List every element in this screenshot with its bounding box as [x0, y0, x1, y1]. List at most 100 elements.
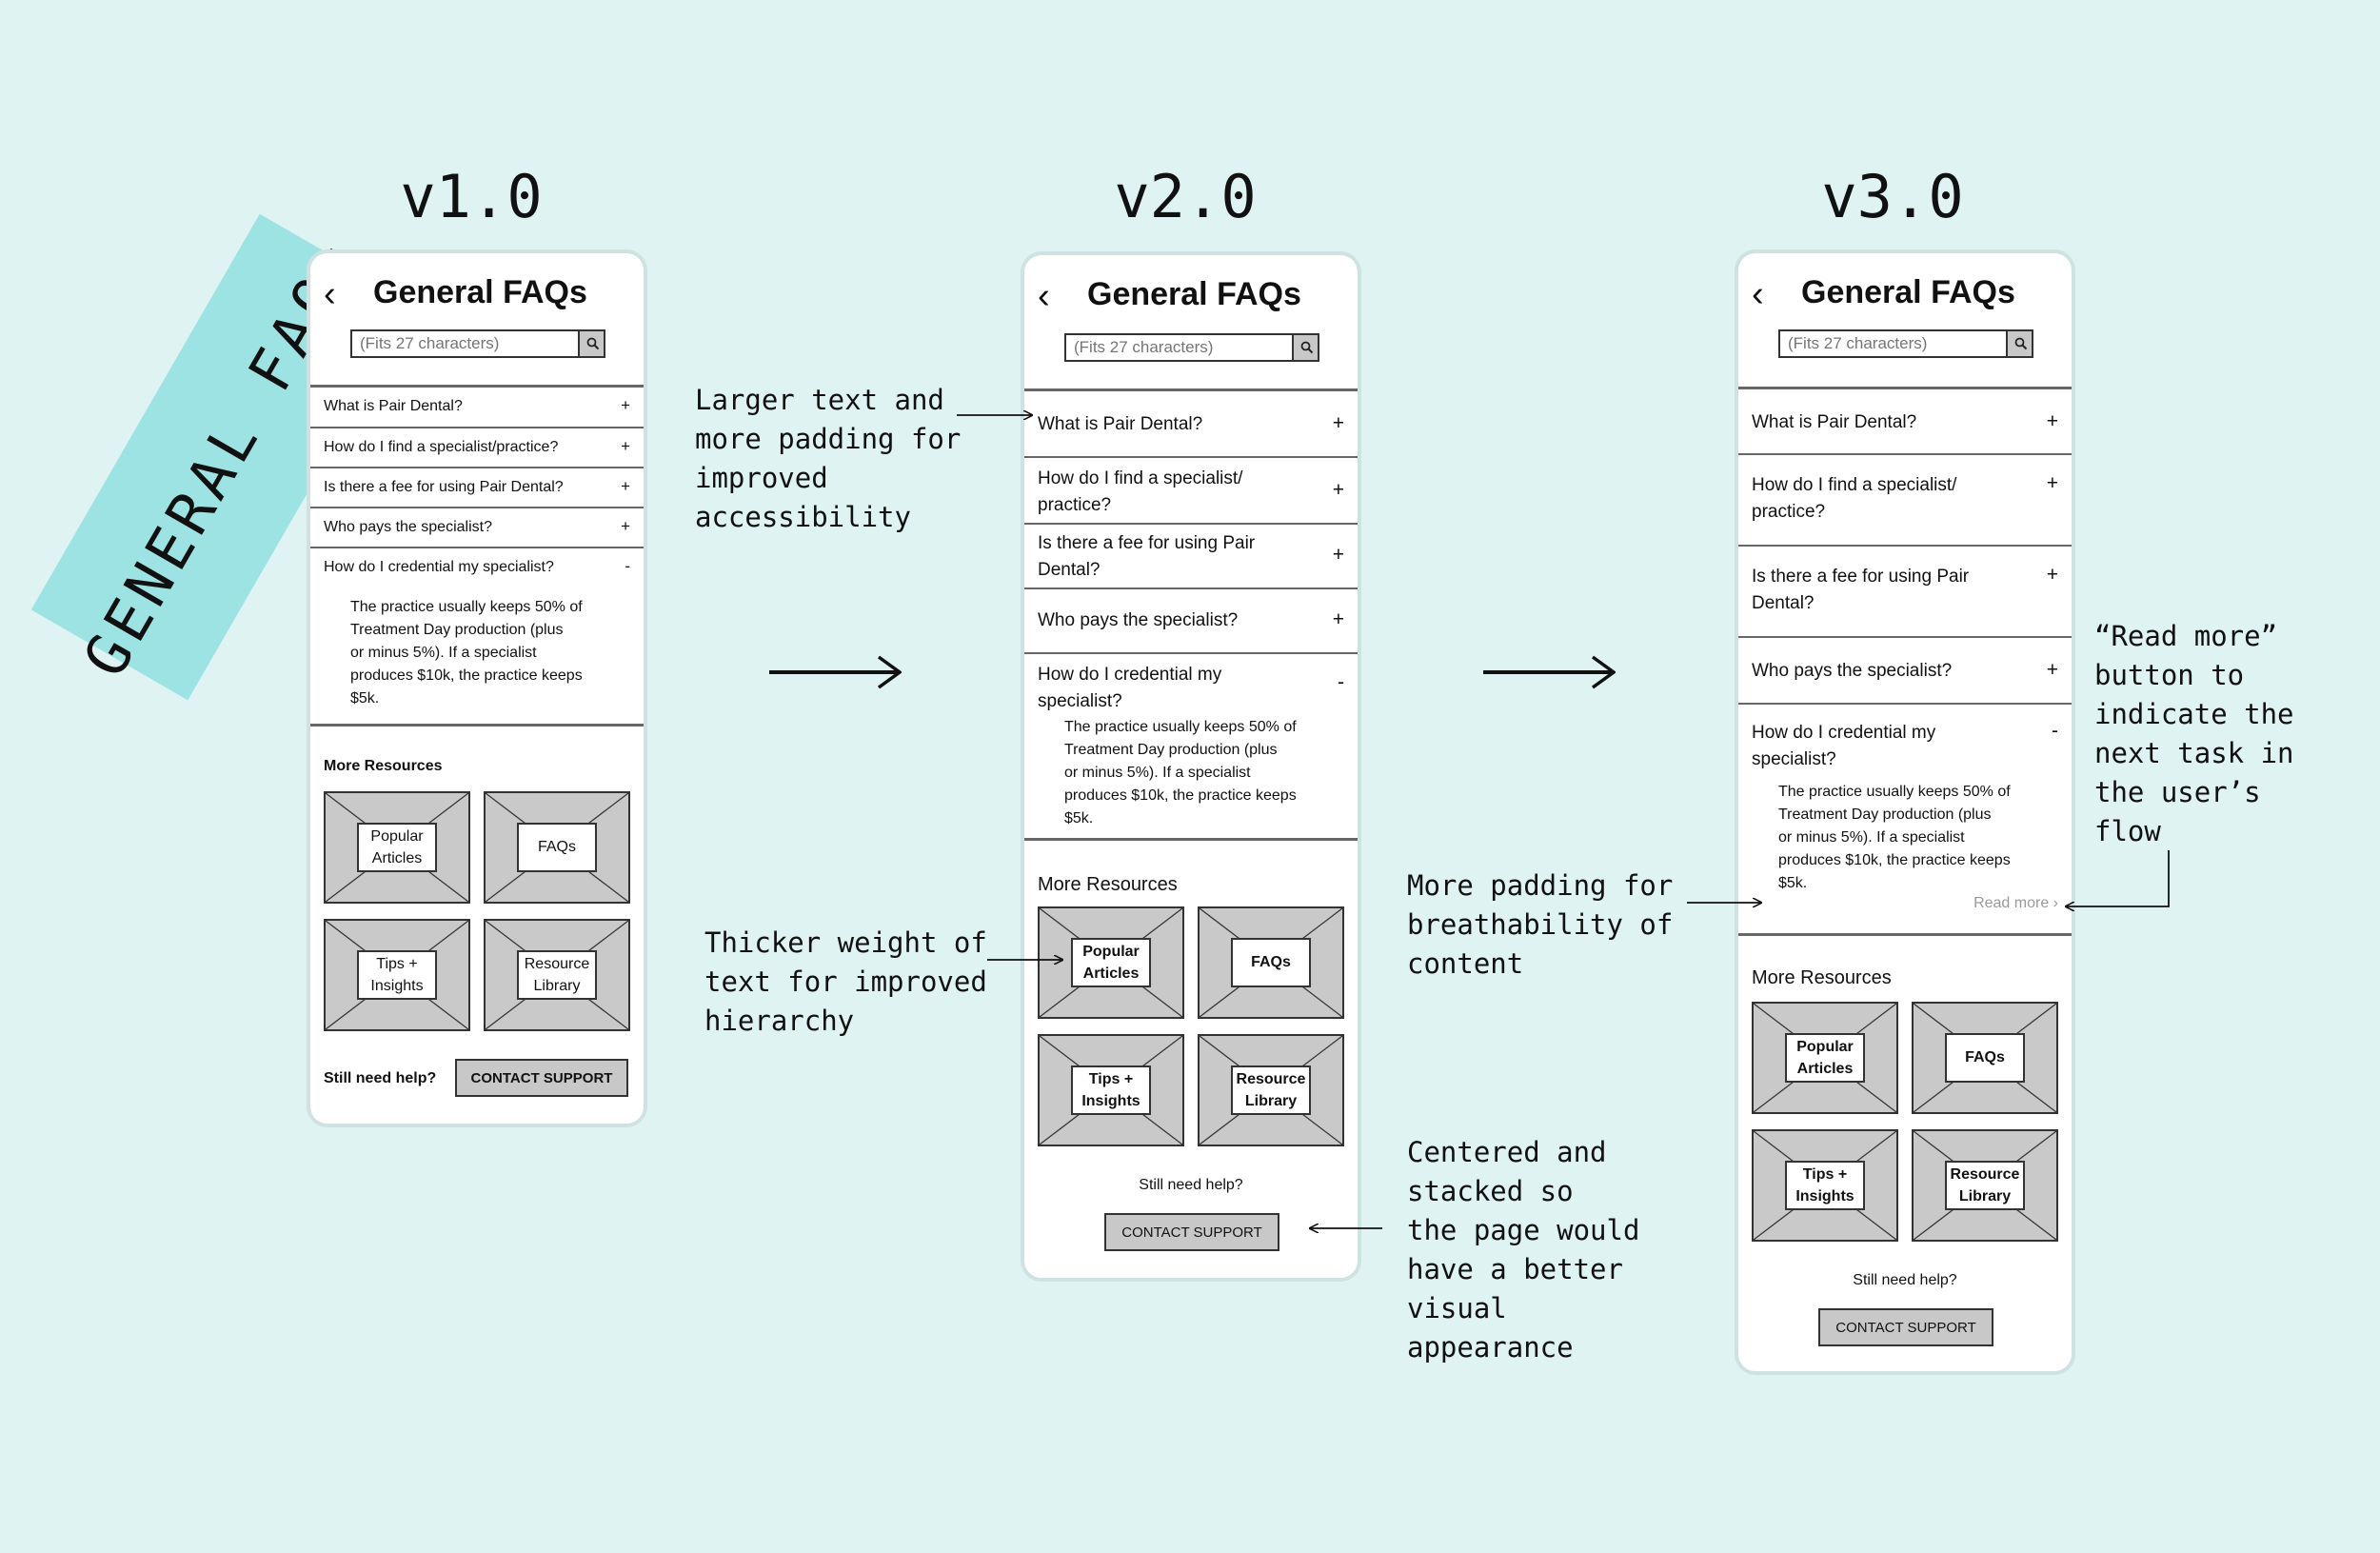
faq-item[interactable]: How do I find a specialist/practice? + — [310, 428, 644, 467]
more-resources-title: More Resources — [324, 758, 443, 774]
faq-answer: The practice usually keeps 50% of Treatm… — [350, 599, 583, 707]
search-button[interactable] — [578, 331, 604, 356]
search-input[interactable] — [352, 331, 578, 356]
resource-tile[interactable]: Popular Articles — [1038, 906, 1184, 1019]
still-need-help-label: Still need help? — [1853, 1272, 1957, 1288]
faq-item[interactable]: How do I find a specialist/ practice? + — [1738, 455, 2072, 547]
faq-item-expanded[interactable]: How do I credential my specialist? - — [1024, 654, 1358, 719]
contact-support-button[interactable]: CONTACT SUPPORT — [1818, 1308, 1993, 1346]
search-icon — [586, 337, 600, 350]
resource-tile[interactable]: Tips + Insights — [1752, 1129, 1898, 1242]
resource-tile[interactable]: FAQs — [1912, 1002, 2058, 1114]
contact-support-button[interactable]: CONTACT SUPPORT — [1104, 1213, 1279, 1251]
back-arrow-icon[interactable]: ‹ — [1752, 274, 1764, 314]
page-title: General FAQs — [1801, 274, 2015, 310]
expand-icon[interactable]: + — [1332, 412, 1344, 434]
note-larger-text: Larger text and more padding for improve… — [695, 384, 962, 533]
faq-item[interactable]: Is there a fee for using Pair Dental? + — [1738, 547, 2072, 638]
faq-item[interactable]: What is Pair Dental? + — [1024, 391, 1358, 458]
resource-tile[interactable]: Resource Library — [1198, 1034, 1344, 1146]
expand-icon[interactable]: + — [621, 396, 630, 414]
contact-support-button[interactable]: CONTACT SUPPORT — [455, 1059, 628, 1097]
note-centered: Centered and stacked so the page would h… — [1407, 1136, 1640, 1364]
collapse-icon[interactable]: - — [625, 557, 630, 575]
expand-icon[interactable]: + — [2046, 564, 2058, 586]
resource-tile[interactable]: Resource Library — [484, 919, 630, 1031]
phone-v2: ‹ General FAQs What is Pair Dental? + Ho… — [1021, 251, 1361, 1282]
search-bar — [1064, 333, 1319, 362]
resource-tile[interactable]: Popular Articles — [1752, 1002, 1898, 1114]
faq-item[interactable]: Is there a fee for using Pair Dental? + — [1024, 525, 1358, 589]
resource-tile[interactable]: Tips + Insights — [324, 919, 470, 1031]
expand-icon[interactable]: + — [621, 477, 630, 495]
tile-label: Resource Library — [1231, 1065, 1311, 1115]
pointer-read-more — [2066, 850, 2170, 906]
tile-label: Tips + Insights — [357, 950, 437, 1000]
more-resources-title: More Resources — [1038, 874, 1178, 895]
faq-question: What is Pair Dental? — [324, 398, 463, 414]
faq-question: How do I find a specialist/ practice? — [1752, 475, 1957, 522]
faq-item[interactable]: Who pays the specialist? + — [310, 508, 644, 547]
faq-question: Who pays the specialist? — [1752, 661, 1953, 681]
tile-label: Tips + Insights — [1071, 1065, 1151, 1115]
search-input[interactable] — [1066, 335, 1292, 360]
faq-item-expanded[interactable]: How do I credential my specialist? - — [1738, 705, 2072, 775]
version-title-v1: v1.0 — [400, 162, 543, 231]
search-button[interactable] — [1292, 335, 1318, 360]
expand-icon[interactable]: + — [2046, 410, 2058, 432]
version-title-v3: v3.0 — [1821, 162, 1964, 231]
collapse-icon[interactable]: - — [1338, 671, 1344, 693]
expand-icon[interactable]: + — [1332, 608, 1344, 630]
expand-icon[interactable]: + — [2046, 472, 2058, 494]
still-need-help-label: Still need help? — [1139, 1177, 1243, 1193]
faq-item[interactable]: What is Pair Dental? + — [310, 387, 644, 425]
search-button[interactable] — [2006, 331, 2032, 356]
faq-question: Is there a fee for using Pair Dental? — [1038, 533, 1256, 580]
tile-label: Tips + Insights — [1785, 1161, 1865, 1210]
more-resources-title: More Resources — [1752, 967, 1892, 988]
resource-tile[interactable]: Resource Library — [1912, 1129, 2058, 1242]
note-thicker-weight: Thicker weight of text for improved hier… — [704, 926, 987, 1037]
resource-tile[interactable]: FAQs — [484, 791, 630, 904]
search-input[interactable] — [1780, 331, 2006, 356]
expand-icon[interactable]: + — [1332, 544, 1344, 566]
expand-icon[interactable]: + — [2046, 659, 2058, 681]
faq-item[interactable]: How do I find a specialist/ practice? + — [1024, 458, 1358, 523]
search-bar — [350, 329, 605, 358]
back-arrow-icon[interactable]: ‹ — [1038, 276, 1050, 316]
resource-tile[interactable]: Tips + Insights — [1038, 1034, 1184, 1146]
faq-question: Is there a fee for using Pair Dental? — [1752, 567, 1970, 613]
tile-label: Resource Library — [1945, 1161, 2025, 1210]
collapse-icon[interactable]: - — [2052, 720, 2058, 742]
faq-answer: The practice usually keeps 50% of Treatm… — [1778, 784, 2011, 891]
faq-question: How do I credential my specialist? — [324, 559, 554, 575]
faq-item-expanded[interactable]: How do I credential my specialist? - — [310, 548, 644, 587]
phone-v3: ‹ General FAQs What is Pair Dental? + Ho… — [1735, 249, 2075, 1375]
faq-question: Who pays the specialist? — [324, 519, 492, 535]
expand-icon[interactable]: + — [1332, 479, 1344, 501]
search-icon — [2014, 337, 2028, 350]
faq-item[interactable]: Who pays the specialist? + — [1024, 589, 1358, 654]
tile-label: FAQs — [1945, 1033, 2025, 1083]
faq-item[interactable]: Is there a fee for using Pair Dental? + — [310, 468, 644, 507]
tile-label: Popular Articles — [1071, 938, 1151, 987]
page-title: General FAQs — [1087, 276, 1301, 312]
still-need-help-label: Still need help? — [324, 1070, 437, 1086]
faq-question: Who pays the specialist? — [1038, 610, 1239, 630]
note-more-padding: More padding for breathability of conten… — [1407, 869, 1674, 980]
tile-label: FAQs — [517, 823, 597, 872]
faq-question: What is Pair Dental? — [1752, 412, 1917, 432]
faq-question: Is there a fee for using Pair Dental? — [324, 479, 564, 495]
resource-tile[interactable]: FAQs — [1198, 906, 1344, 1019]
back-arrow-icon[interactable]: ‹ — [324, 274, 336, 314]
expand-icon[interactable]: + — [621, 517, 630, 535]
faq-item[interactable]: What is Pair Dental? + — [1738, 389, 2072, 456]
faq-item[interactable]: Who pays the specialist? + — [1738, 638, 2072, 705]
read-more-link[interactable]: Read more › — [1973, 895, 2058, 911]
faq-question: How do I find a specialist/ practice? — [1038, 468, 1243, 515]
expand-icon[interactable]: + — [621, 437, 630, 455]
phone-v1: ‹ General FAQs What is Pair Dental? + Ho… — [307, 249, 647, 1127]
faq-question: How do I credential my specialist? — [1752, 723, 1936, 769]
resource-tile[interactable]: Popular Articles — [324, 791, 470, 904]
